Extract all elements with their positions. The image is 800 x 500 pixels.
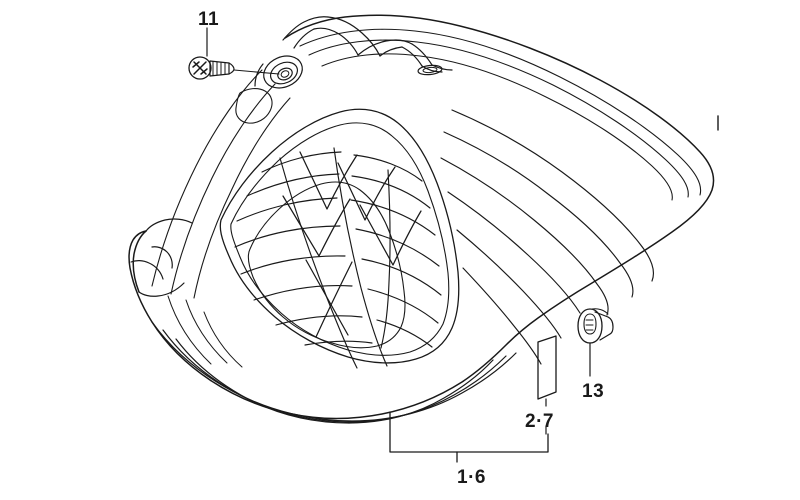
grommet-slot-marks	[585, 319, 594, 331]
assembly-bracket-1-6	[389, 411, 549, 463]
lens-frame-inner-offset	[230, 122, 450, 356]
lamp-upper-flange	[282, 16, 453, 76]
lamp-left-tab	[130, 218, 193, 297]
lens-chevron-elements	[282, 151, 422, 338]
lamp-bottom-edge-contours	[151, 321, 517, 424]
callout-label-11: 11	[198, 9, 220, 30]
lamp-right-wing-contours	[440, 109, 655, 365]
grommet-part-drawing	[577, 308, 614, 344]
lens-rib-lines	[234, 151, 442, 348]
callout-label-1-6: 1·6	[457, 467, 486, 488]
lamp-left-body-contours	[151, 69, 291, 299]
screw-mounting-boss	[254, 55, 303, 89]
callout-label-13: 13	[582, 381, 605, 402]
callout-label-2-7: 2·7	[525, 411, 554, 432]
screw-part-drawing	[188, 56, 235, 80]
lamp-upper-rim-contours	[299, 28, 702, 201]
tail-lamp-assembly-drawing	[128, 14, 715, 424]
lamp-lower-left-detail	[167, 295, 243, 368]
leader-line-screw-to-boss	[233, 69, 280, 75]
screw-threads	[212, 61, 226, 76]
lens-outer-frame	[219, 108, 460, 364]
lens-diagonal-highlights	[279, 147, 391, 369]
phillips-cross-icon	[192, 61, 208, 75]
seal-strip-part-drawing	[537, 335, 557, 400]
lamp-slot-detail	[235, 88, 273, 124]
lens-inner-pocket	[247, 181, 406, 349]
